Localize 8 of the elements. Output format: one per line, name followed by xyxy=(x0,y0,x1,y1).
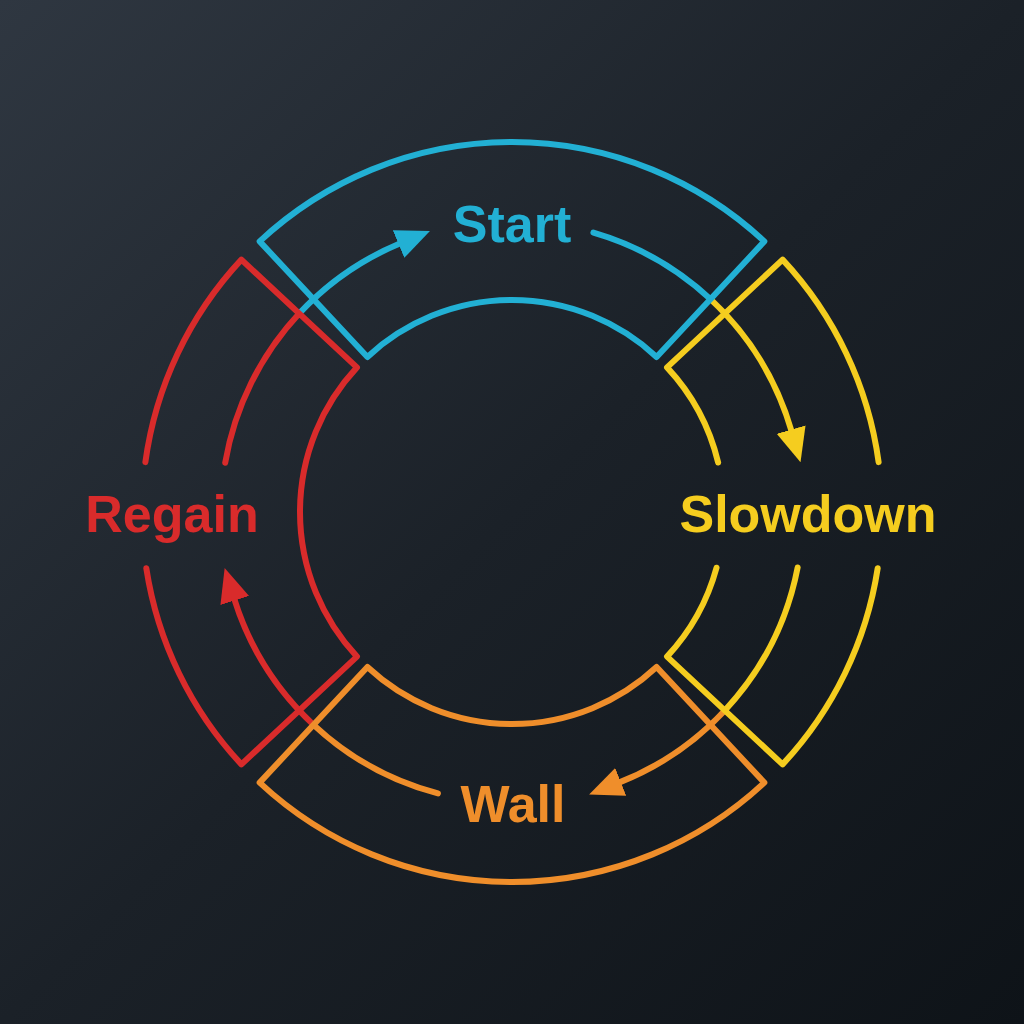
ring-segment xyxy=(85,256,360,768)
stage-label: Wall xyxy=(460,775,566,835)
stage-label: Slowdown xyxy=(679,485,937,545)
ring-segment xyxy=(256,139,768,360)
ring-segment xyxy=(256,664,768,885)
stage-label: Start xyxy=(452,195,572,255)
stage-label: Regain xyxy=(85,485,259,545)
ring-segment xyxy=(664,256,937,768)
